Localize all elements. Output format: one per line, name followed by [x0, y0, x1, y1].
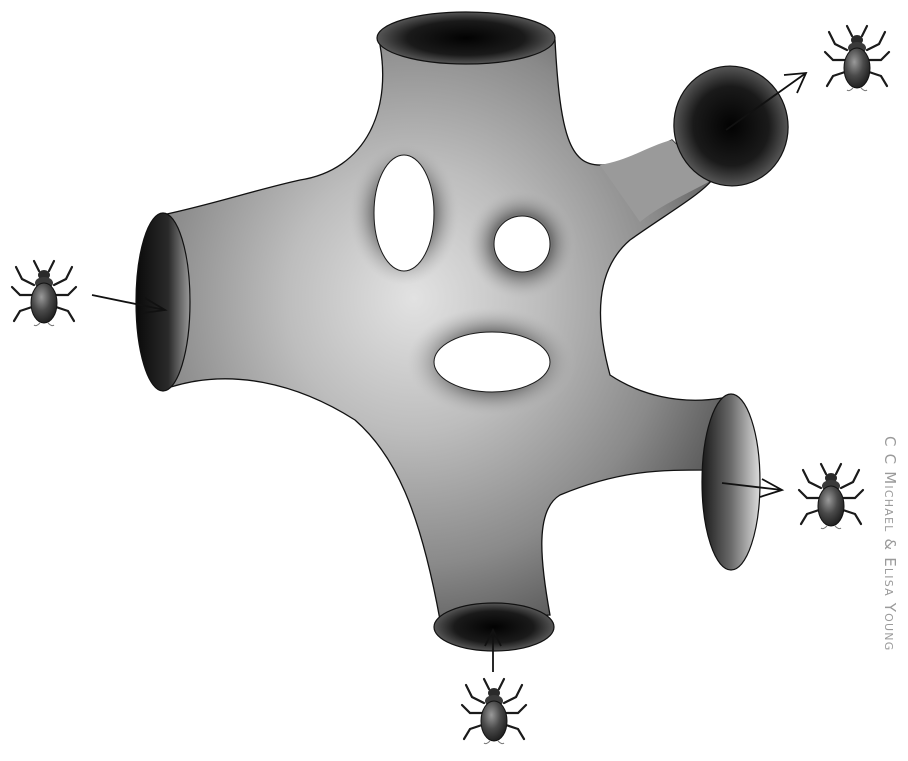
opening-top [377, 12, 555, 64]
bug-left [12, 261, 76, 326]
opening-bottom [434, 603, 554, 651]
bug-bottom [462, 679, 526, 744]
hole-lower-oval [434, 332, 550, 392]
hole-upper-oval [374, 155, 434, 271]
bug-right [799, 464, 863, 529]
hole-round [494, 216, 550, 272]
opening-right [702, 394, 760, 570]
opening-left [136, 213, 190, 391]
credit-text: C C Michael & Elisa Young [881, 436, 899, 651]
bug-top-right [825, 26, 889, 91]
